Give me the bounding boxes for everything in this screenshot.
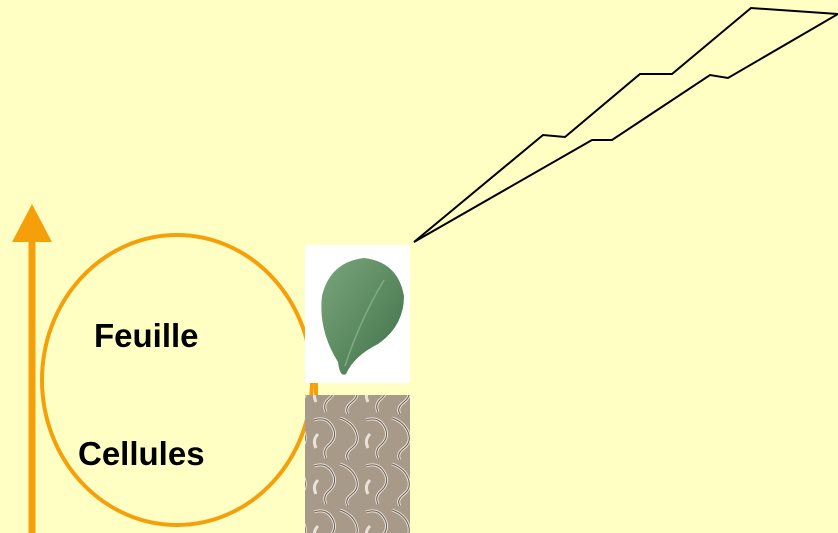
group-circle <box>42 235 312 525</box>
scale-arrow <box>12 204 52 533</box>
zoom-callout-lines <box>414 8 838 242</box>
cells-photo <box>305 395 410 533</box>
leaf-photo <box>305 245 410 383</box>
leaf-label: Feuille <box>94 317 199 355</box>
cells-label: Cellules <box>78 435 205 473</box>
